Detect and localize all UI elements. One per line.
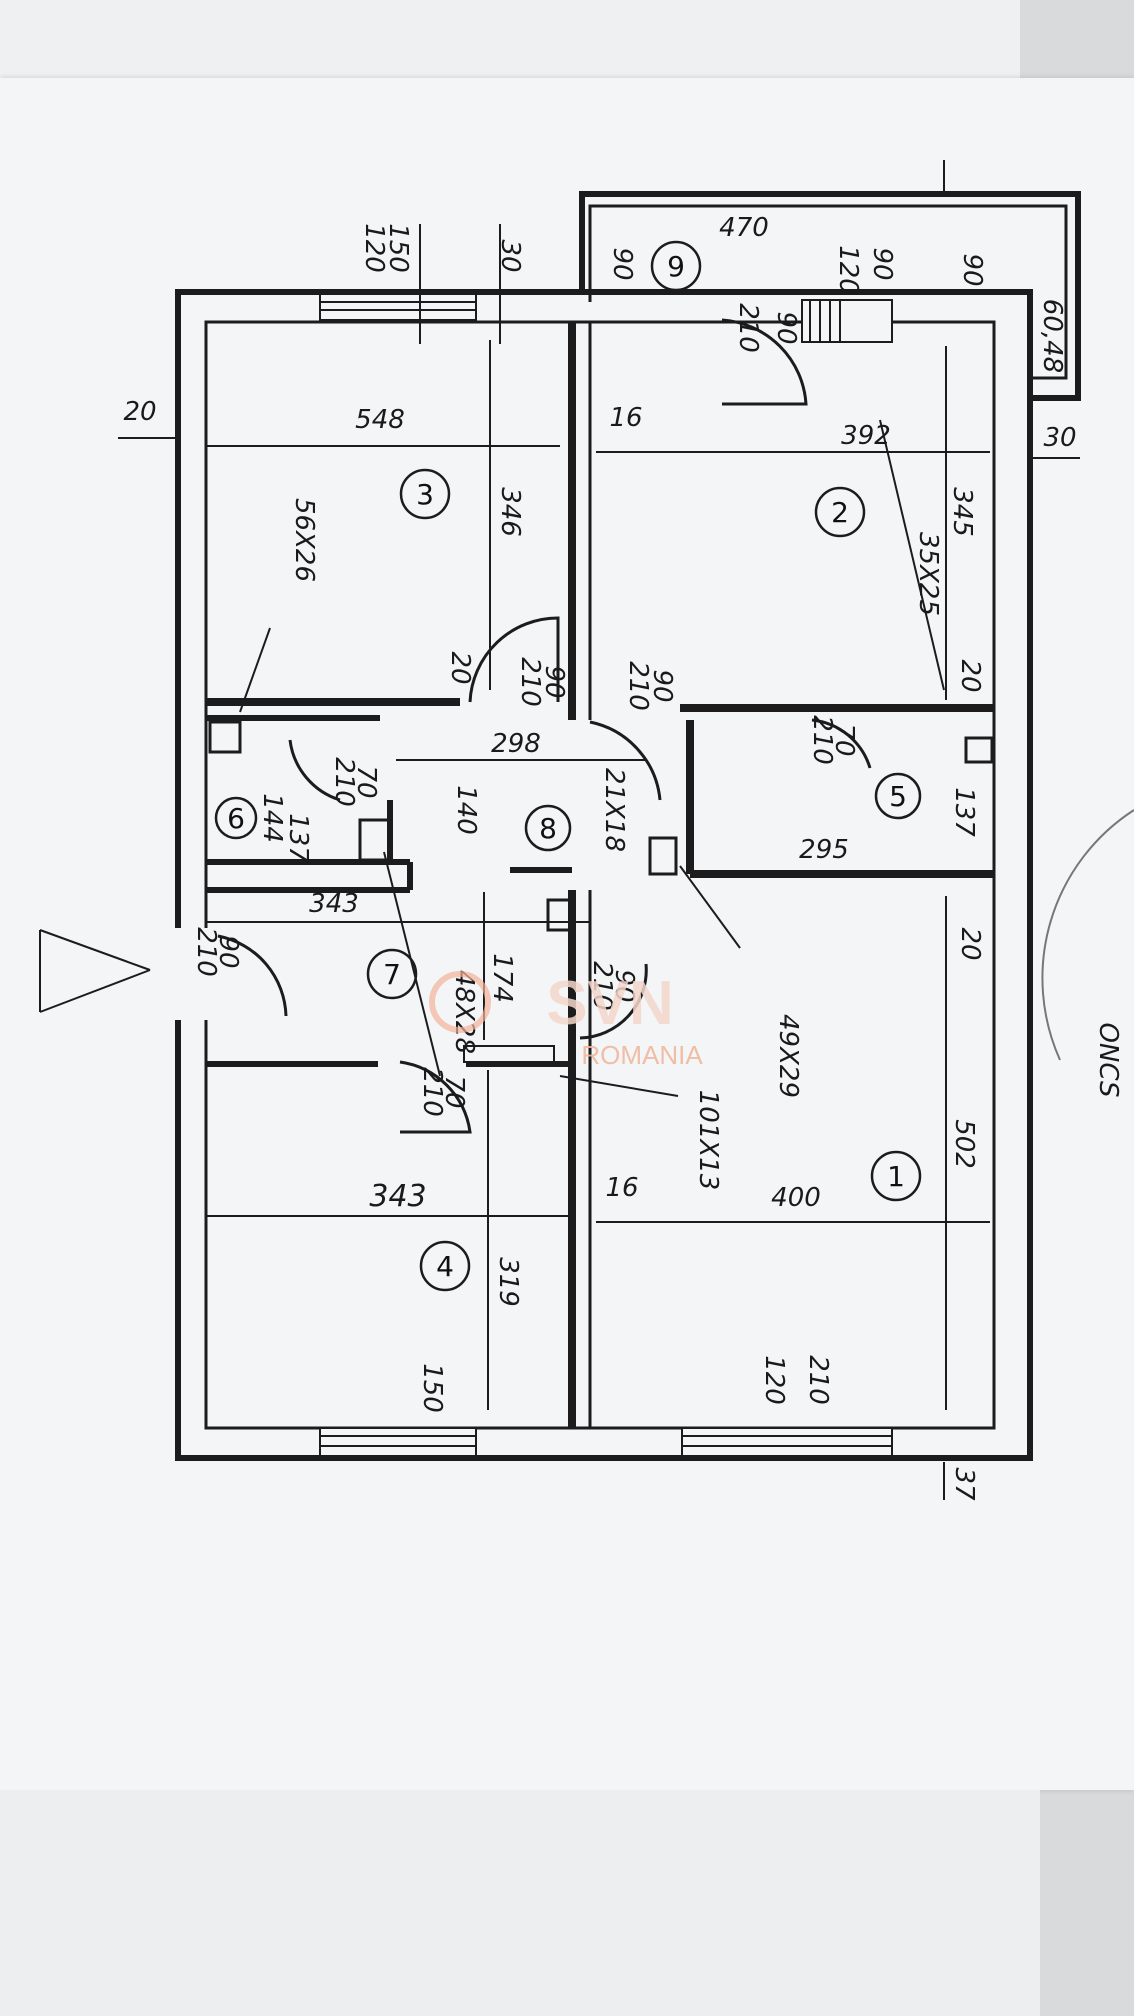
room-1-length: 502 <box>949 1119 979 1169</box>
room-4-width: 343 <box>369 1179 426 1214</box>
room-7-label: 48X28 <box>449 970 479 1054</box>
watermark-sub: ROMANIA <box>581 1040 703 1070</box>
dim-bottom-37: 37 <box>949 1467 979 1501</box>
door-2-bottom: 210 <box>623 661 653 711</box>
room-4-window: 150 <box>417 1363 447 1413</box>
room-6-number: 6 <box>227 802 245 835</box>
room-8-number: 8 <box>539 812 557 845</box>
room-5-length: 137 <box>949 787 979 837</box>
room-3-width: 548 <box>355 405 405 435</box>
balcony-120: 120 <box>833 245 863 295</box>
dim-left-20: 20 <box>123 397 156 427</box>
door-3-bottom: 210 <box>515 657 545 707</box>
room-8-label: 21X18 <box>599 768 629 852</box>
door-4-bottom: 210 <box>417 1067 447 1117</box>
room-2-label: 35X25 <box>913 532 943 616</box>
room-2-number: 2 <box>831 496 849 529</box>
dim-room3-20: 20 <box>445 651 475 684</box>
room-1-width: 400 <box>771 1183 821 1213</box>
label-49x29: 49X29 <box>773 1014 803 1098</box>
room-2-width: 392 <box>841 421 891 451</box>
room-5-width: 295 <box>799 835 849 865</box>
door-9-top: 90 <box>771 311 801 344</box>
walls <box>173 191 1081 1461</box>
watermark-logo-icon <box>429 971 491 1033</box>
room-8-length: 140 <box>451 785 481 835</box>
door-5-top: 70 <box>829 723 859 756</box>
entry-door-bottom: 210 <box>191 927 221 977</box>
room-4-number: 4 <box>436 1250 454 1283</box>
door-3-top: 90 <box>539 665 569 698</box>
room-6-length: 137 <box>283 813 313 863</box>
room-1-number: 1 <box>887 1160 905 1193</box>
room-8-width: 298 <box>491 729 541 759</box>
room-9-width: 470 <box>719 213 769 243</box>
dim-room1-16: 16 <box>605 1173 638 1203</box>
room-9-number: 9 <box>667 250 685 283</box>
door-swings <box>217 318 872 1134</box>
entry-door-top: 90 <box>213 935 243 968</box>
room-7-length: 174 <box>487 953 517 1003</box>
dim-top-30: 30 <box>495 239 525 272</box>
background-sheet-bottom <box>0 1790 1040 2016</box>
door-1-top: 90 <box>609 969 639 1002</box>
dimension-lines <box>39 160 1080 1500</box>
balcony-side: 90 <box>867 247 897 280</box>
room-4-length: 319 <box>493 1257 523 1307</box>
dim-room2-16: 16 <box>609 403 642 433</box>
dim-room2-20: 20 <box>955 659 985 692</box>
dim-room1-20: 20 <box>955 927 985 960</box>
door-4-top: 70 <box>439 1075 469 1108</box>
door-6-top: 70 <box>351 765 381 798</box>
balcony-90a: 90 <box>607 247 637 280</box>
room-6-width: 144 <box>257 793 287 843</box>
room-circles <box>214 240 922 1292</box>
room-3-label: 56X26 <box>289 498 319 582</box>
room-5-number: 5 <box>889 780 907 813</box>
room-7-number: 7 <box>383 958 401 991</box>
stamp-text: ONCS <box>1093 1022 1123 1097</box>
door-1-bottom: 210 <box>587 961 617 1011</box>
door-2-top: 90 <box>647 669 677 702</box>
dim-top-120: 120 <box>359 223 389 273</box>
room-3-length: 346 <box>495 487 525 537</box>
balcony-right: 60,48 <box>1037 299 1067 373</box>
watermark-brand: SVN <box>546 969 673 1038</box>
room-1-window-top: 210 <box>803 1355 833 1405</box>
door-5-bottom: 210 <box>807 715 837 765</box>
label-101x13: 101X13 <box>693 1090 723 1191</box>
dim-top-150: 150 <box>383 223 413 273</box>
room-2-length: 345 <box>947 487 977 537</box>
windows <box>319 293 893 1457</box>
dim-right-30: 30 <box>1043 423 1076 453</box>
room-7-width: 343 <box>309 889 359 919</box>
door-9-bottom: 210 <box>733 303 763 353</box>
room-1-window-bottom: 120 <box>759 1355 789 1405</box>
balcony-90b: 90 <box>957 253 987 286</box>
background-sheet-top <box>0 0 1020 78</box>
door-6-bottom: 210 <box>329 757 359 807</box>
room-3-number: 3 <box>416 478 434 511</box>
stamp-arc <box>1041 809 1134 1061</box>
